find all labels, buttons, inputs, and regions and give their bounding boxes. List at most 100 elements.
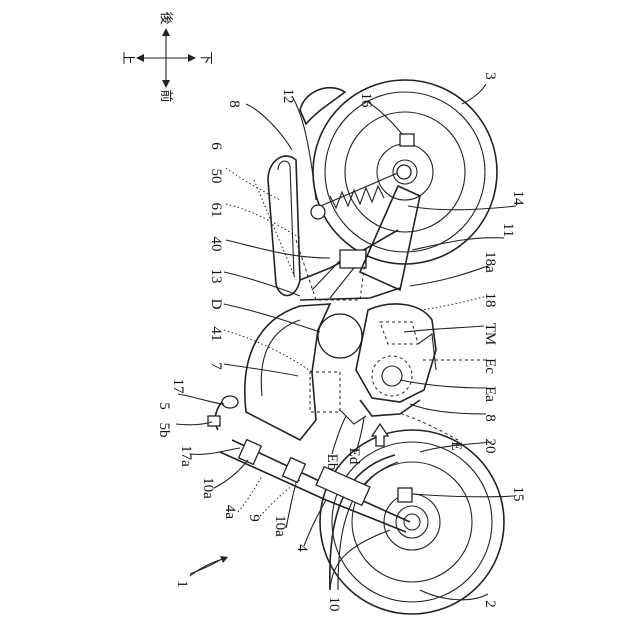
clutch-18 (418, 334, 436, 370)
leader-14 (408, 206, 516, 210)
ref-1-arrow-icon (190, 558, 226, 576)
label-10a-1: 10a (200, 477, 216, 499)
label-TM: TM (482, 323, 498, 346)
seat-6 (268, 156, 300, 295)
motor-D (318, 314, 362, 358)
label-40: 40 (208, 237, 224, 252)
leader-4a (238, 476, 262, 512)
label-16: 16 (358, 93, 374, 109)
dir-front: 前 (158, 89, 174, 102)
shock-mount-upper (397, 165, 411, 179)
fork-clamp-10a-upper (239, 440, 262, 465)
leader-Eb (332, 416, 346, 454)
label-9: 9 (246, 514, 262, 522)
leader-12 (292, 96, 316, 200)
label-3: 3 (482, 72, 498, 80)
leader-E (402, 414, 458, 440)
label-61: 61 (208, 203, 224, 218)
swing-arm-11 (360, 186, 420, 290)
leader-D (224, 304, 320, 332)
label-D: D (208, 299, 224, 310)
leader-50 (226, 168, 280, 200)
label-20: 20 (482, 439, 498, 454)
seat-contour (278, 161, 294, 276)
mirror-5b (208, 416, 220, 426)
label-11: 11 (500, 223, 516, 237)
label-15: 15 (510, 487, 526, 502)
leader-15 (412, 494, 514, 497)
label-18a: 18a (482, 251, 498, 273)
label-2: 2 (482, 600, 498, 608)
leader-TM (404, 326, 484, 332)
arrow-up-icon (136, 54, 144, 62)
crank-center (382, 366, 402, 386)
label-Ea: Ea (482, 386, 498, 402)
leader-Ea (400, 380, 486, 388)
arrow-rear-icon (162, 28, 170, 36)
label-10: 10 (326, 597, 342, 612)
leader-8top (246, 104, 292, 150)
leader-61 (226, 204, 300, 238)
front-axle (396, 506, 428, 538)
arrow-down-icon (188, 54, 196, 62)
direction-indicator: 上 下 後 前 (120, 11, 213, 102)
label-13: 13 (208, 269, 224, 284)
leader-40 (226, 240, 330, 258)
crank-Ea (372, 356, 412, 396)
engine-block (356, 304, 436, 402)
shock-spring (330, 186, 384, 208)
leader-2 (420, 590, 488, 600)
leader-17 (178, 394, 224, 404)
label-10a-2: 10a (272, 515, 288, 537)
label-50: 50 (208, 169, 224, 184)
fuel-tank-contour (261, 320, 300, 396)
fork-clamp-10a-lower (283, 458, 306, 483)
label-E: E (448, 441, 464, 450)
transmission-TM (380, 322, 418, 344)
arrow-20-icon (372, 424, 388, 446)
leader-4 (304, 500, 326, 546)
leader-3 (462, 84, 486, 104)
label-5: 5 (156, 402, 172, 410)
label-7: 7 (208, 362, 224, 370)
label-17: 17 (170, 379, 186, 395)
exhaust-Ed (360, 400, 420, 416)
leader-5b (176, 422, 212, 425)
label-18: 18 (482, 293, 498, 308)
leader-18 (420, 296, 488, 310)
label-5b: 5b (156, 423, 172, 438)
dir-up: 上 (120, 51, 135, 64)
label-14: 14 (510, 191, 526, 207)
label-Ec: Ec (482, 358, 498, 374)
leader-10a-1 (214, 460, 248, 488)
dir-rear: 後 (158, 11, 173, 24)
front-rim (352, 462, 472, 582)
rear-fender (300, 88, 345, 124)
shock-axis (316, 172, 400, 208)
grip-17 (222, 396, 238, 408)
front-sensor-15 (398, 488, 412, 502)
label-Ed: Ed (346, 448, 362, 465)
label-8-top: 8 (226, 100, 242, 108)
label-4a: 4a (222, 505, 238, 520)
leader-18a (410, 266, 488, 286)
shock-mount-lower (311, 205, 325, 219)
rear-sensor-16 (400, 134, 414, 146)
leader-17a (190, 448, 240, 454)
leader-8bot (410, 404, 486, 414)
label-41: 41 (208, 327, 224, 342)
label-17a: 17a (178, 445, 194, 467)
label-1: 1 (174, 580, 190, 588)
label-6: 6 (208, 142, 224, 150)
arrow-front-icon (162, 80, 170, 88)
label-Eb: Eb (324, 454, 340, 471)
leader-13 (224, 272, 300, 296)
dir-down: 下 (198, 51, 213, 64)
label-4: 4 (294, 544, 310, 552)
front-tire-inner (332, 442, 492, 602)
label-12: 12 (280, 89, 296, 104)
label-8-bottom: 8 (482, 414, 498, 422)
intake-Eb (340, 410, 366, 424)
